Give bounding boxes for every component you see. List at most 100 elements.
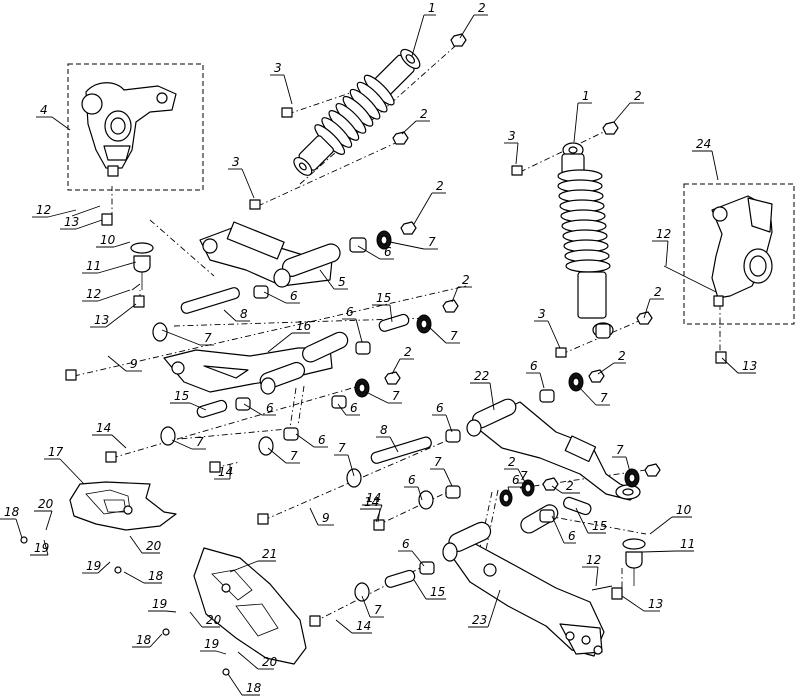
callout-9: 9 <box>309 507 334 526</box>
callout-12: 12 <box>82 287 131 302</box>
steering-knuckle-right <box>711 195 773 307</box>
callout-leader-line <box>111 434 127 449</box>
callout-number: 19 <box>86 559 101 573</box>
callout-leader-line <box>267 447 287 464</box>
callout-16: 16 <box>267 319 312 353</box>
callout-leader-line <box>223 309 237 322</box>
callout-17: 17 <box>44 445 85 485</box>
callout-number: 7 <box>434 455 442 469</box>
callout-leader-line <box>357 245 381 260</box>
callout-number: 19 <box>204 637 219 651</box>
callout-number: 6 <box>512 473 520 487</box>
callout-6: 6 <box>404 473 423 501</box>
callout-2: 2 <box>551 479 580 494</box>
callout-leader-line <box>489 382 495 411</box>
callout-number: 7 <box>196 435 204 449</box>
callout-number: 3 <box>232 155 240 169</box>
callout-number: 1 <box>428 1 436 15</box>
callout-number: 24 <box>696 137 711 151</box>
callout-6: 6 <box>507 473 522 495</box>
callout-14: 14 <box>92 421 127 449</box>
callout-14: 14 <box>335 619 372 634</box>
ball-joints <box>130 242 646 586</box>
callout-leader-line <box>459 14 475 39</box>
callout-leader-line <box>413 579 427 600</box>
callout-number: 7 <box>450 329 458 343</box>
callout-number: 3 <box>508 129 516 143</box>
callout-2: 2 <box>401 107 430 135</box>
callout-number: 14 <box>356 619 371 633</box>
callout-6: 6 <box>337 401 360 416</box>
callout-number: 2 <box>404 345 412 359</box>
callout-leader-line <box>59 458 85 485</box>
callout-6: 6 <box>342 305 363 343</box>
callout-number: 13 <box>94 313 109 327</box>
callout-4: 4 <box>36 103 71 131</box>
callout-leader-line <box>613 102 631 123</box>
callout-number: 7 <box>290 449 298 463</box>
callout-number: 2 <box>508 455 516 469</box>
callout-number: 12 <box>656 227 671 241</box>
callout-leader-line <box>75 219 103 230</box>
callout-22: 22 <box>470 369 495 411</box>
callout-2: 2 <box>391 345 414 375</box>
callout-leader-line <box>411 550 425 567</box>
callout-leader-line <box>113 241 131 248</box>
callout-number: 6 <box>408 473 416 487</box>
callout-leader-line <box>575 507 589 534</box>
callout-number: 14 <box>364 495 379 509</box>
callout-leader-line <box>417 486 423 501</box>
callout-leader-line <box>97 561 111 574</box>
callout-number: 20 <box>38 497 54 511</box>
callout-18: 18 <box>123 569 164 584</box>
callout-leader-line <box>229 560 259 573</box>
shock-absorber-left <box>293 48 421 176</box>
callout-leader-line <box>391 358 401 375</box>
hardware-sleeves-and-pins <box>71 205 717 591</box>
callout-number: 6 <box>346 305 354 319</box>
callout-leader-line <box>263 291 287 304</box>
callout-number: 8 <box>380 423 388 437</box>
skid-plate-lower <box>193 547 307 665</box>
callout-1: 1 <box>411 1 436 57</box>
callout-19: 19 <box>30 539 49 556</box>
callout-1: 1 <box>573 89 592 143</box>
callout-number: 10 <box>676 503 692 517</box>
callout-leader-line <box>105 303 137 328</box>
knuckle-detail-box-right <box>683 183 795 325</box>
callout-leader-line <box>641 550 677 553</box>
callout-14: 14 <box>214 464 233 480</box>
callout-20: 20 <box>34 497 54 531</box>
callout-3: 3 <box>504 129 519 165</box>
callout-number: 6 <box>350 401 358 415</box>
callout-number: 18 <box>246 681 262 695</box>
callout-24: 24 <box>692 137 719 181</box>
callout-7: 7 <box>516 469 535 487</box>
callout-leader-line <box>241 168 255 199</box>
callout-13: 13 <box>60 215 103 230</box>
steering-knuckle-left <box>81 82 177 177</box>
callout-number: 6 <box>318 433 326 447</box>
callout-3: 3 <box>534 307 561 349</box>
callout-7: 7 <box>612 443 631 473</box>
callout-12: 12 <box>652 227 671 267</box>
callout-10: 10 <box>649 503 692 535</box>
callout-number: 15 <box>592 519 607 533</box>
callout-7: 7 <box>161 329 214 346</box>
callout-3: 3 <box>228 155 255 199</box>
callout-leader-line <box>161 329 201 346</box>
callout-number: 18 <box>148 569 164 583</box>
callout-number: 2 <box>654 285 662 299</box>
callout-leader-line <box>721 357 739 374</box>
callout-number: 6 <box>436 401 444 415</box>
callout-leader-line <box>47 209 77 218</box>
callout-number: 7 <box>392 389 400 403</box>
callout-leader-line <box>377 508 381 523</box>
callout-leader-line <box>443 468 453 487</box>
callout-number: 9 <box>130 357 138 371</box>
shock-absorber-right <box>557 142 614 338</box>
callout-leader-line <box>107 355 127 372</box>
callout-leader-line <box>227 673 243 696</box>
callout-7: 7 <box>361 595 384 618</box>
